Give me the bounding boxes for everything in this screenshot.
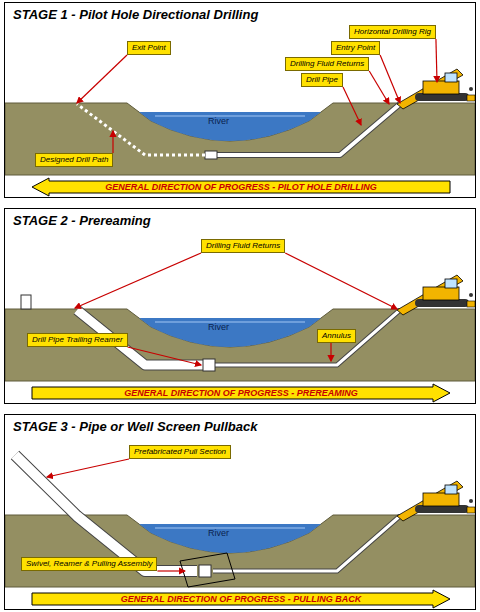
direction-arrow: GENERAL DIRECTION OF PROGRESS - PREREAMI…: [31, 383, 451, 403]
callout-box: Entry Point: [331, 41, 380, 55]
leader-line: [380, 55, 400, 103]
stage-panel: STAGE 3 - Pipe or Well Screen PullbackPr…: [4, 414, 476, 610]
label-text: Drill Pipe Trailing Reamer: [32, 335, 123, 345]
river: River: [208, 116, 229, 126]
river: River: [208, 322, 229, 332]
callout-box: Swivel, Reamer & Pulling Assembly: [21, 557, 157, 571]
callout-box: Horizontal Drilling Rig: [349, 25, 436, 39]
label-text: Drilling Fluid Returns: [206, 241, 280, 251]
label-text: Exit Point: [132, 43, 166, 53]
label-text: Horizontal Drilling Rig: [354, 27, 431, 37]
direction-arrow: GENERAL DIRECTION OF PROGRESS - PULLING …: [31, 589, 451, 609]
callout-box: Drilling Fluid Returns: [285, 57, 369, 71]
label-text: Drilling Fluid Returns: [290, 59, 364, 69]
stage-title: STAGE 1 - Pilot Hole Directional Drillin…: [13, 7, 258, 22]
callout-box: Prefabricated Pull Section: [129, 445, 231, 459]
label-text: Entry Point: [336, 43, 375, 53]
label-text: Prefabricated Pull Section: [134, 447, 226, 457]
stage-title: STAGE 2 - Prereaming: [13, 213, 151, 228]
callout-box: Annulus: [317, 329, 356, 343]
label-text: River: [208, 528, 229, 538]
label-text: GENERAL DIRECTION OF PROGRESS - PILOT HO…: [31, 177, 451, 197]
callout-box: Drill Pipe Trailing Reamer: [27, 333, 128, 347]
leader-line: [157, 570, 185, 571]
leader-line: [369, 71, 389, 104]
label-text: Annulus: [322, 331, 351, 341]
callout-box: Designed Drill Path: [35, 153, 113, 167]
leader-line: [75, 253, 201, 308]
label-text: GENERAL DIRECTION OF PROGRESS - PREREAMI…: [31, 383, 451, 403]
label-text: Designed Drill Path: [40, 155, 108, 165]
leader-line: [343, 87, 361, 125]
callout-box: Drill Pipe: [301, 73, 343, 87]
leader-line: [436, 39, 437, 82]
label-text: Swivel, Reamer & Pulling Assembly: [26, 559, 152, 569]
leader-line: [112, 131, 113, 153]
leader-line: [77, 55, 127, 103]
leader-line: [330, 343, 331, 361]
label-text: River: [208, 116, 229, 126]
stage-panel: STAGE 1 - Pilot Hole Directional Drillin…: [4, 2, 476, 198]
drilling-illustration: [5, 415, 475, 609]
leader-line: [285, 253, 397, 309]
label-text: GENERAL DIRECTION OF PROGRESS - PULLING …: [31, 589, 451, 609]
direction-arrow: GENERAL DIRECTION OF PROGRESS - PILOT HO…: [31, 177, 451, 197]
callout-box: Exit Point: [127, 41, 171, 55]
river: River: [208, 528, 229, 538]
label-text: River: [208, 322, 229, 332]
leader-line: [128, 347, 201, 365]
leader-line: [47, 459, 129, 477]
stage-panel: STAGE 2 - PrereamingDrilling Fluid Retur…: [4, 208, 476, 404]
label-text: Drill Pipe: [306, 75, 338, 85]
callout-box: Drilling Fluid Returns: [201, 239, 285, 253]
stage-title: STAGE 3 - Pipe or Well Screen Pullback: [13, 419, 257, 434]
